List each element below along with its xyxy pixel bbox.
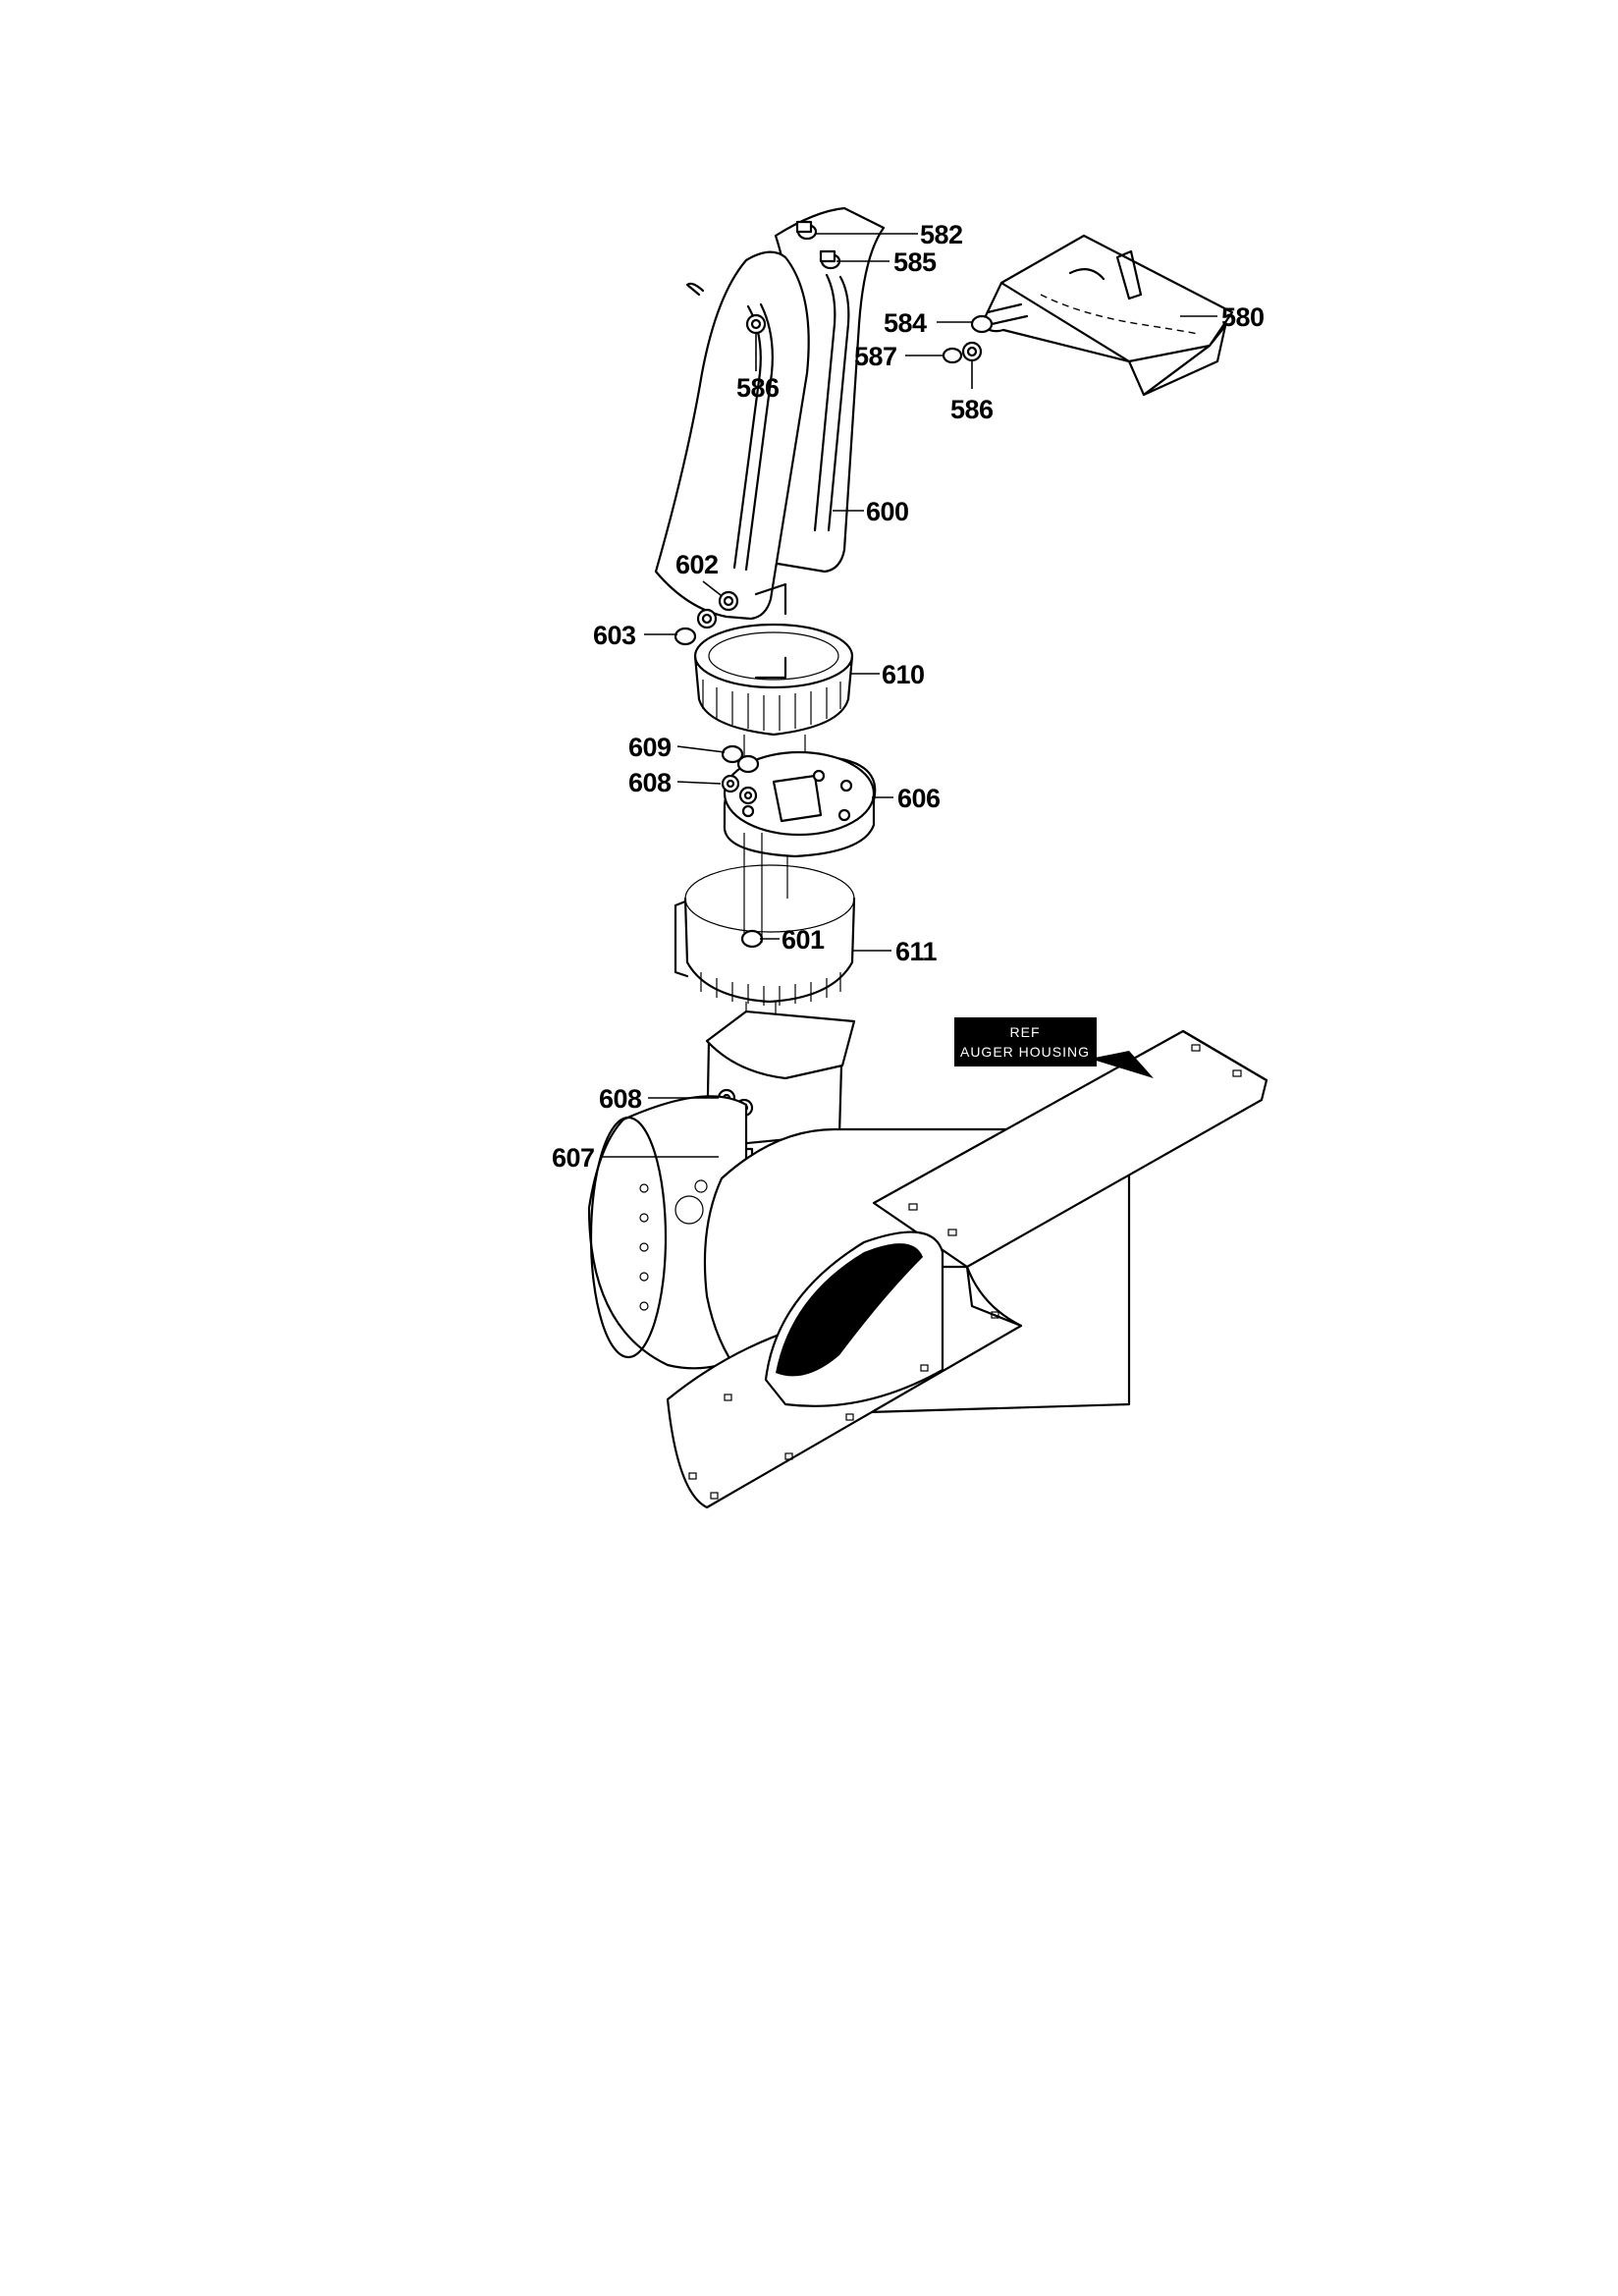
label-603: 603 [593,621,636,650]
label-584: 584 [884,308,927,338]
label-600: 600 [866,497,909,526]
label-585: 585 [893,247,937,277]
label-610: 610 [882,660,925,689]
ref-line-2: AUGER HOUSING [960,1044,1090,1060]
label-606: 606 [897,784,941,813]
plate-606 [721,735,877,858]
deflector-hardware [942,314,994,364]
part-labels: 582 585 580 584 587 586 586 600 602 603 … [552,220,1265,1173]
label-586-chute: 586 [736,373,780,403]
ref-arrow [1090,1051,1154,1078]
label-608-top: 608 [628,768,672,797]
label-611: 611 [895,937,938,966]
label-609: 609 [628,733,672,762]
label-602: 602 [675,550,719,579]
label-601: 601 [782,925,825,955]
label-587: 587 [854,342,897,371]
label-608-bottom: 608 [599,1084,642,1114]
ref-callout-box: REF AUGER HOUSING [954,1017,1097,1066]
label-607: 607 [552,1143,595,1173]
leader-lines [601,233,1217,1158]
label-580: 580 [1221,302,1265,332]
label-582: 582 [920,220,963,249]
label-586-deflector: 586 [950,395,994,424]
auger-housing-ref [587,1029,1268,1509]
chute-600 [654,206,886,646]
ref-line-1: REF [1010,1024,1041,1040]
deflector-580 [980,234,1234,397]
ring-611 [674,833,856,1006]
ring-610 [693,582,854,737]
